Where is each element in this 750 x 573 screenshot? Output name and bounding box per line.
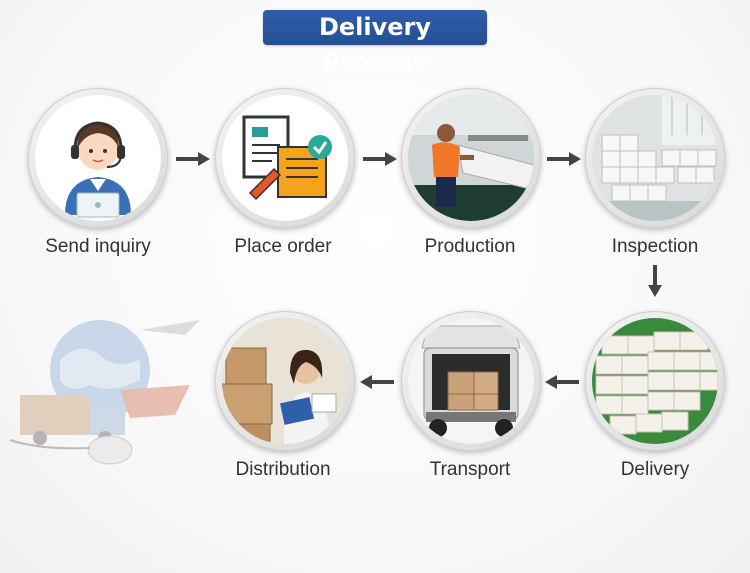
step-label-send-inquiry: Send inquiry	[45, 236, 151, 257]
step-distribution	[215, 311, 355, 451]
logistics-background-illustration	[9, 320, 200, 465]
step-label-transport: Transport	[429, 459, 511, 480]
step-place-order	[215, 88, 355, 228]
arrow-down-icon	[648, 265, 662, 297]
inspection-photo	[592, 95, 718, 221]
production-photo	[408, 95, 534, 221]
customer-service-icon	[35, 95, 161, 221]
step-label-delivery: Delivery	[620, 459, 690, 480]
step-production	[401, 88, 541, 228]
order-document-icon	[222, 95, 348, 221]
step-label-distribution: Distribution	[235, 459, 331, 480]
transport-van-photo	[408, 318, 534, 444]
step-transport	[401, 311, 541, 451]
arrow-right-icon	[547, 152, 581, 166]
arrow-right-icon	[176, 152, 210, 166]
step-label-place-order: Place order	[234, 236, 332, 257]
arrow-right-icon	[363, 152, 397, 166]
step-delivery	[585, 311, 725, 451]
arrow-left-icon	[545, 375, 579, 389]
arrow-left-icon	[360, 375, 394, 389]
step-send-inquiry	[28, 88, 168, 228]
distribution-photo	[222, 318, 348, 444]
page-title: Delivery Process	[263, 10, 487, 76]
step-label-inspection: Inspection	[611, 236, 699, 257]
delivery-boxes-photo	[592, 318, 718, 444]
step-label-production: Production	[424, 236, 516, 257]
step-inspection	[585, 88, 725, 228]
